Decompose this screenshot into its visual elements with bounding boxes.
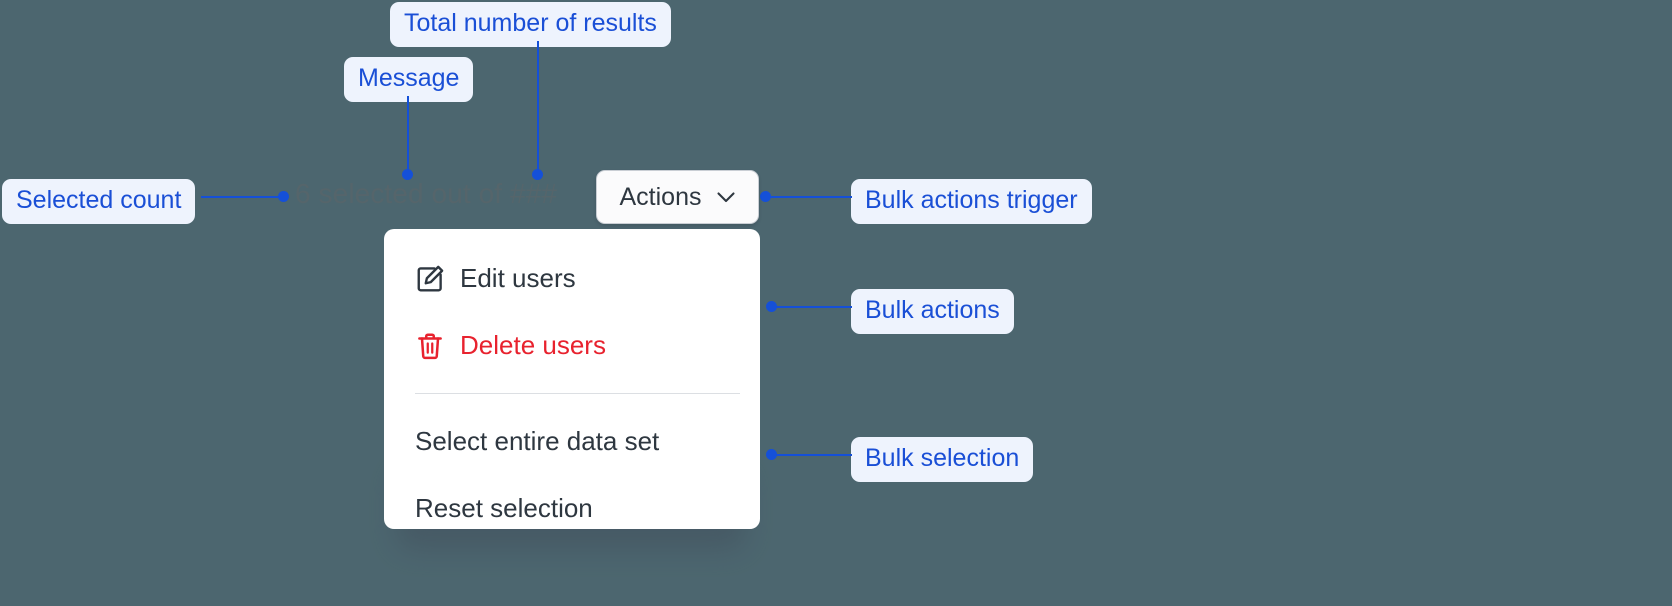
connector-bulk-actions: [772, 306, 852, 308]
bulk-actions-trigger-button[interactable]: Actions: [596, 170, 759, 224]
connector-bulk-actions-trigger: [766, 196, 852, 198]
menu-group-actions: Edit users Delete users: [384, 229, 760, 379]
callout-selected-count: Selected count: [2, 179, 196, 224]
chevron-down-icon: [717, 191, 736, 203]
callout-message: Message: [344, 57, 474, 102]
connector-dot-bulk-selection: [766, 449, 777, 460]
callout-bulk-actions: Bulk actions: [851, 289, 1014, 334]
menu-item-label: Edit users: [460, 263, 576, 293]
menu-item-label: Reset selection: [415, 493, 593, 523]
connector-total-results: [537, 41, 539, 174]
connector-dot-message: [402, 169, 413, 180]
connector-dot-bulk-actions-trigger: [760, 191, 771, 202]
bulk-selection-toolbar: 6 selected out of ###: [295, 178, 557, 210]
callout-total-number-of-results: Total number of results: [390, 2, 671, 47]
menu-item-label: Delete users: [460, 330, 606, 360]
menu-item-reset-selection[interactable]: Reset selection: [384, 475, 760, 529]
actions-button-label: Actions: [619, 182, 702, 211]
selected-count-message: 6 selected out of ###: [295, 178, 558, 209]
callout-bulk-actions-trigger: Bulk actions trigger: [851, 179, 1092, 224]
connector-selected-count: [201, 196, 285, 198]
connector-dot-selected-count: [278, 191, 289, 202]
menu-group-selection: Select entire data set Reset selection: [384, 408, 760, 529]
callout-bulk-selection: Bulk selection: [851, 437, 1034, 482]
trash-icon: [415, 331, 460, 361]
menu-item-delete-users[interactable]: Delete users: [384, 312, 760, 379]
bulk-actions-dropdown-menu: Edit users Delete users Select: [384, 229, 760, 529]
menu-divider: [415, 393, 740, 394]
connector-message: [407, 96, 409, 174]
menu-item-select-entire-data-set[interactable]: Select entire data set: [384, 408, 760, 475]
menu-item-label: Select entire data set: [415, 426, 660, 456]
connector-dot-total-results: [532, 169, 543, 180]
edit-pencil-square-icon: [415, 264, 460, 294]
connector-dot-bulk-actions: [766, 301, 777, 312]
menu-item-edit-users[interactable]: Edit users: [384, 245, 760, 312]
connector-bulk-selection: [772, 454, 852, 456]
